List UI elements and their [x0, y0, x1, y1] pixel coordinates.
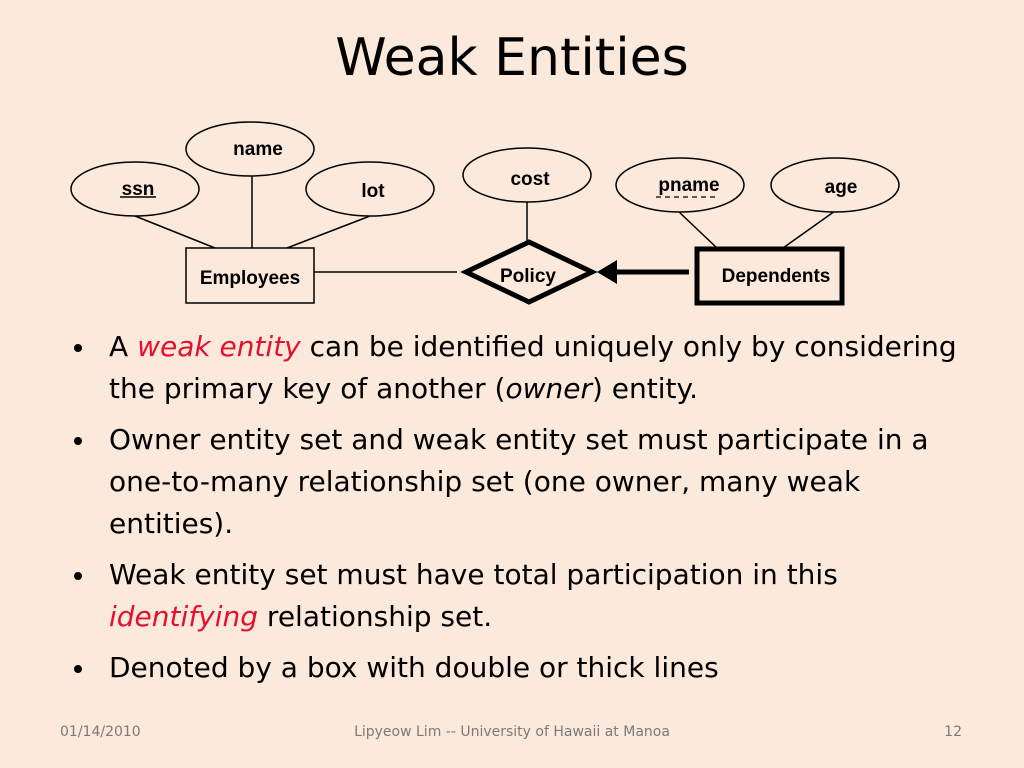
relationship-policy-diamond [460, 239, 598, 305]
bullet-dot-icon [74, 437, 82, 445]
line-pname-dependents [677, 210, 718, 249]
attribute-ssn [70, 161, 200, 217]
bullet-emphasis: identifying [109, 600, 259, 633]
bullet-dot-icon [74, 344, 82, 352]
bullet-text: ) entity. [591, 372, 698, 405]
attribute-lot [305, 161, 435, 217]
footer-page-number: 12 [944, 724, 962, 740]
entity-employees-box [185, 247, 315, 304]
attribute-name [185, 121, 315, 177]
label-age: age [825, 177, 858, 198]
entity-dependents-box [694, 246, 845, 306]
line-ssn-employees [134, 215, 216, 249]
bullet-item: Weak entity set must have total particip… [70, 554, 970, 638]
bullet-text: A [109, 330, 138, 363]
attribute-pname [615, 157, 745, 213]
line-age-dependents [782, 210, 836, 249]
bullet-dot-icon [74, 665, 82, 673]
bullet-item: Denoted by a box with double or thick li… [70, 647, 970, 689]
label-name: name [233, 139, 283, 160]
bullet-text: Weak entity set must have total particip… [109, 558, 838, 591]
bullet-item: Owner entity set and weak entity set mus… [70, 419, 970, 545]
slide-title: Weak Entities [335, 28, 689, 88]
label-employees: Employees [200, 268, 300, 289]
bullet-emphasis: weak entity [137, 330, 301, 363]
label-policy: Policy [500, 266, 556, 287]
er-diagram: name ssn lot cost pname age Employees De… [70, 121, 900, 306]
footer-date: 01/14/2010 [60, 724, 141, 740]
bullet-dot-icon [74, 572, 82, 580]
label-cost: cost [510, 169, 550, 190]
bullet-emphasis: owner [505, 372, 592, 405]
bullet-text: Owner entity set and weak entity set mus… [109, 423, 929, 540]
bullet-text: relationship set. [258, 600, 493, 633]
bullet-text: can be identified uniquely only by consi… [109, 330, 957, 405]
label-pname: pname [658, 175, 719, 196]
label-dependents: Dependents [722, 266, 831, 287]
label-ssn: ssn [122, 179, 155, 200]
line-lot-employees [286, 215, 371, 249]
footer-author: Lipyeow Lim -- University of Hawaii at M… [354, 724, 670, 740]
attribute-cost [462, 147, 592, 203]
attribute-age [770, 157, 900, 213]
bullet-text: Denoted by a box with double or thick li… [109, 651, 719, 684]
bullet-list: A weak entity can be identified uniquely… [70, 326, 970, 698]
bullet-item: A weak entity can be identified uniquely… [70, 326, 970, 410]
arrow-head-icon [597, 260, 617, 284]
label-lot: lot [361, 181, 385, 202]
